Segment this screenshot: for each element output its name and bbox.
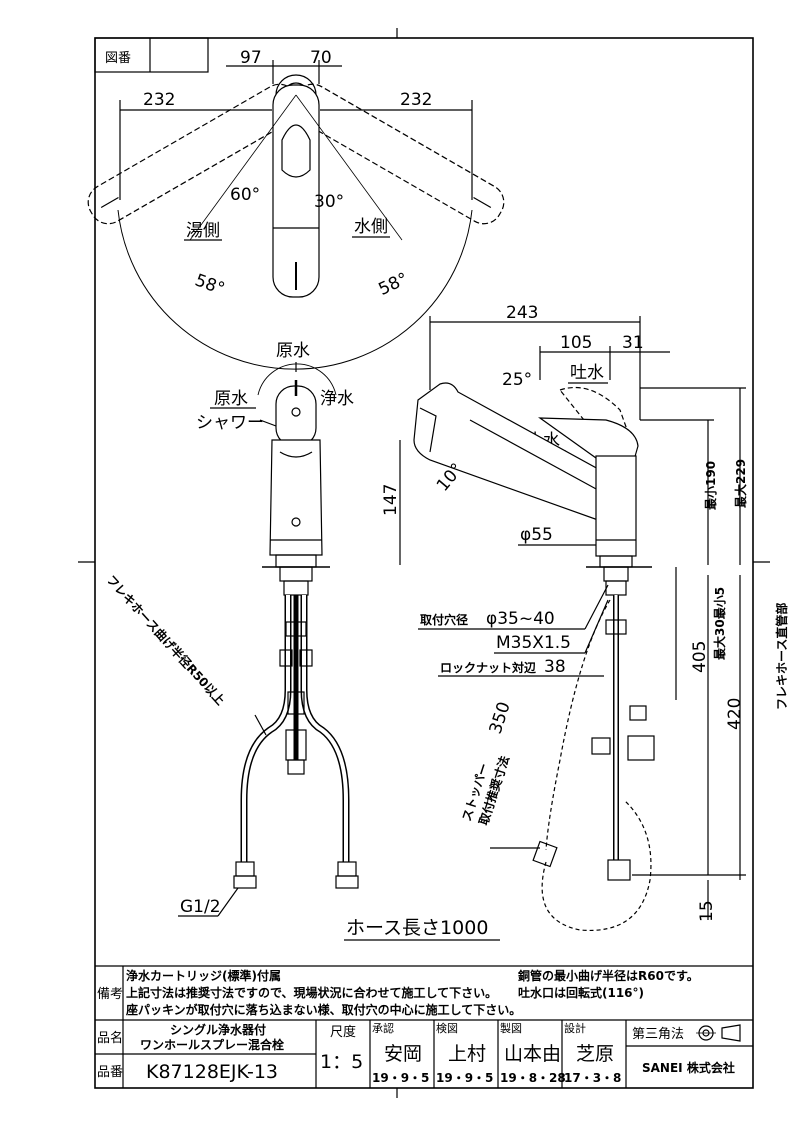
notes-label: 備考 [97, 986, 123, 1002]
note-right-1: 銅管の最小曲げ半径はR60です。 [517, 968, 699, 983]
flex-straight-label: フレキホース直管部 [774, 603, 789, 710]
title-block: 品名 シングル浄水器付 ワンホールスプレー混合栓 品番 K87128EJK-13… [95, 1020, 753, 1088]
note-right-2: 吐水口は回転式(116°) [518, 985, 644, 1000]
scale-value: 1：5 [320, 1051, 363, 1073]
dim-top-97: 97 [240, 48, 262, 68]
angle-30: 30° [314, 192, 344, 212]
g-thread-label: G1/2 [180, 897, 221, 917]
raw-water-left: 原水 [214, 389, 248, 409]
angle-60: 60° [230, 185, 260, 205]
name-label: 品名 [97, 1030, 123, 1046]
dim-15: 15 [697, 900, 717, 922]
draw-label: 製図 [500, 1021, 522, 1035]
top-view: 232 97 70 232 60° 30° 湯側 水側 58° 58° [87, 48, 505, 370]
approve-date: 19・9・5 [372, 1071, 429, 1085]
zuban-label: 図番 [105, 51, 131, 66]
third-angle-projection-icon [696, 1024, 741, 1042]
dim-350: 350 [486, 700, 515, 737]
locknut-label: ロックナット対辺 [440, 660, 536, 675]
sheet-border [94, 37, 754, 1089]
product-number: K87128EJK-13 [146, 1061, 278, 1083]
design-label: 設計 [564, 1021, 586, 1035]
spout-water-label: 吐水 [570, 363, 604, 383]
approve-name: 安岡 [384, 1043, 422, 1065]
dim-405: 405 [690, 641, 710, 673]
dia-55: φ55 [520, 525, 553, 545]
draw-date: 19・8・28 [500, 1071, 566, 1085]
max-thickness-label: 最大30最小5 [712, 587, 727, 660]
drawing-number-box: 図番 [94, 37, 209, 73]
angle-58-right: 58° [376, 269, 412, 300]
mount-hole-label: 取付穴径 [420, 612, 468, 627]
notes-block: 備考 浄水カートリッジ(標準)付属 上記寸法は推奨寸法ですので、現場状況に合わせ… [95, 965, 753, 1088]
angle-25: 25° [502, 370, 532, 390]
draw-name: 山本由 [504, 1043, 561, 1065]
flex-hose-bend-label: フレキホース曲げ半径R50以上 [104, 572, 228, 708]
dim-147: 147 [381, 484, 401, 516]
hose-length-label: ホース長さ1000 [346, 917, 488, 939]
dim-243: 243 [506, 303, 538, 323]
check-date: 19・9・5 [436, 1071, 493, 1085]
number-label: 品番 [97, 1065, 123, 1080]
side-view: 243 105 31 25° 吐水 止水 10° 147 φ55 最小190 [381, 303, 789, 932]
name-line-1: シングル浄水器付 [170, 1022, 266, 1037]
approve-label: 承認 [372, 1021, 394, 1035]
dim-top-70: 70 [310, 48, 332, 68]
projection-label: 第三角法 [632, 1027, 684, 1042]
mount-hole-value: φ35~40 [486, 609, 555, 629]
shower-label: シャワー [196, 413, 264, 433]
design-date: 17・3・8 [564, 1071, 621, 1085]
check-label: 検図 [436, 1021, 458, 1035]
dim-31: 31 [622, 333, 644, 353]
locknut-value: 38 [544, 657, 566, 677]
max-229: 最大229 [733, 459, 748, 508]
purified-label: 浄水 [320, 389, 354, 409]
angle-58-left: 58° [192, 270, 227, 299]
design-name: 芝原 [576, 1043, 614, 1065]
note-line-1: 浄水カートリッジ(標準)付属 [126, 968, 281, 983]
min-190: 最小190 [703, 461, 718, 510]
dim-top-232-right: 232 [400, 90, 432, 110]
hot-side-label: 湯側 [186, 221, 220, 241]
check-name: 上村 [448, 1043, 486, 1065]
dim-420: 420 [725, 698, 745, 730]
raw-water-top: 原水 [276, 341, 310, 361]
name-line-2: ワンホールスプレー混合栓 [140, 1037, 284, 1052]
cold-side-label: 水側 [354, 217, 388, 237]
note-line-2: 上記寸法は推奨寸法ですので、現場状況に合わせて施工して下さい。 [126, 985, 497, 1000]
scale-label: 尺度 [330, 1024, 356, 1040]
company-name: SANEI 株式会社 [642, 1060, 735, 1075]
note-line-3: 座パッキンが取付穴に落ち込まない様、取付穴の中心に施工して下さい。 [125, 1002, 521, 1017]
thread-label: M35X1.5 [496, 633, 571, 653]
dim-top-232-left: 232 [143, 90, 175, 110]
dim-105: 105 [560, 333, 592, 353]
